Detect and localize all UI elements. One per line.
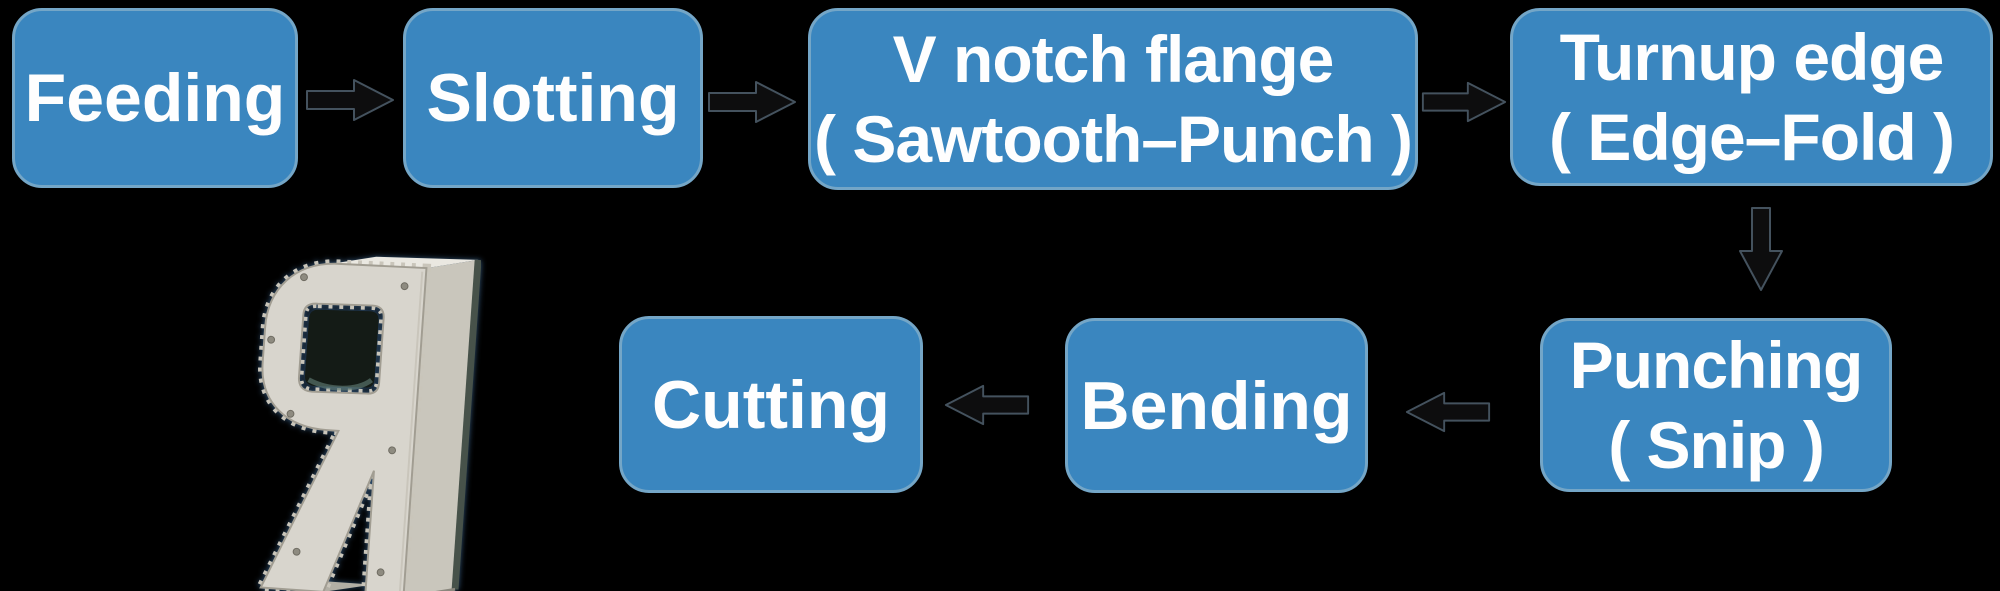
arrow-right-icon-feeding-to-slotting [306,79,394,121]
step-label: Slotting [426,60,680,136]
step-bending: Bending [1065,318,1368,493]
step-turnup-edge: Turnup edge ( Edge–Fold ) [1510,8,1993,186]
step-label: V notch flange [892,22,1335,96]
step-label: Bending [1080,367,1353,444]
step-sublabel: ( Edge–Fold ) [1549,100,1955,174]
letter-counter-hole [304,309,379,388]
letter-back-trim [451,259,481,590]
arrow-left-icon-bending-to-cutting [944,384,1030,426]
step-cutting: Cutting [619,316,923,493]
arrow-right-icon-slotting-to-vnotch [708,81,796,123]
step-label: Turnup edge [1559,20,1945,94]
step-slotting: Slotting [403,8,703,188]
reversed-letter-r-photo [253,256,481,591]
step-label: Punching [1569,328,1864,402]
step-sublabel: ( Sawtooth–Punch ) [814,102,1413,176]
arrow-left-icon-punching-to-bending [1405,391,1491,433]
step-punching: Punching ( Snip ) [1540,318,1892,492]
step-label: Cutting [652,366,890,443]
arrow-down-icon-turnup-to-punching [1739,207,1783,291]
letter-face [259,262,428,591]
step-label: Feeding [24,60,286,136]
step-sublabel: ( Snip ) [1608,408,1825,482]
step-feeding: Feeding [12,8,298,188]
step-v-notch-flange: V notch flange ( Sawtooth–Punch ) [808,8,1418,190]
arrow-right-icon-vnotch-to-turnup [1421,81,1507,123]
letter-screws [267,273,409,577]
